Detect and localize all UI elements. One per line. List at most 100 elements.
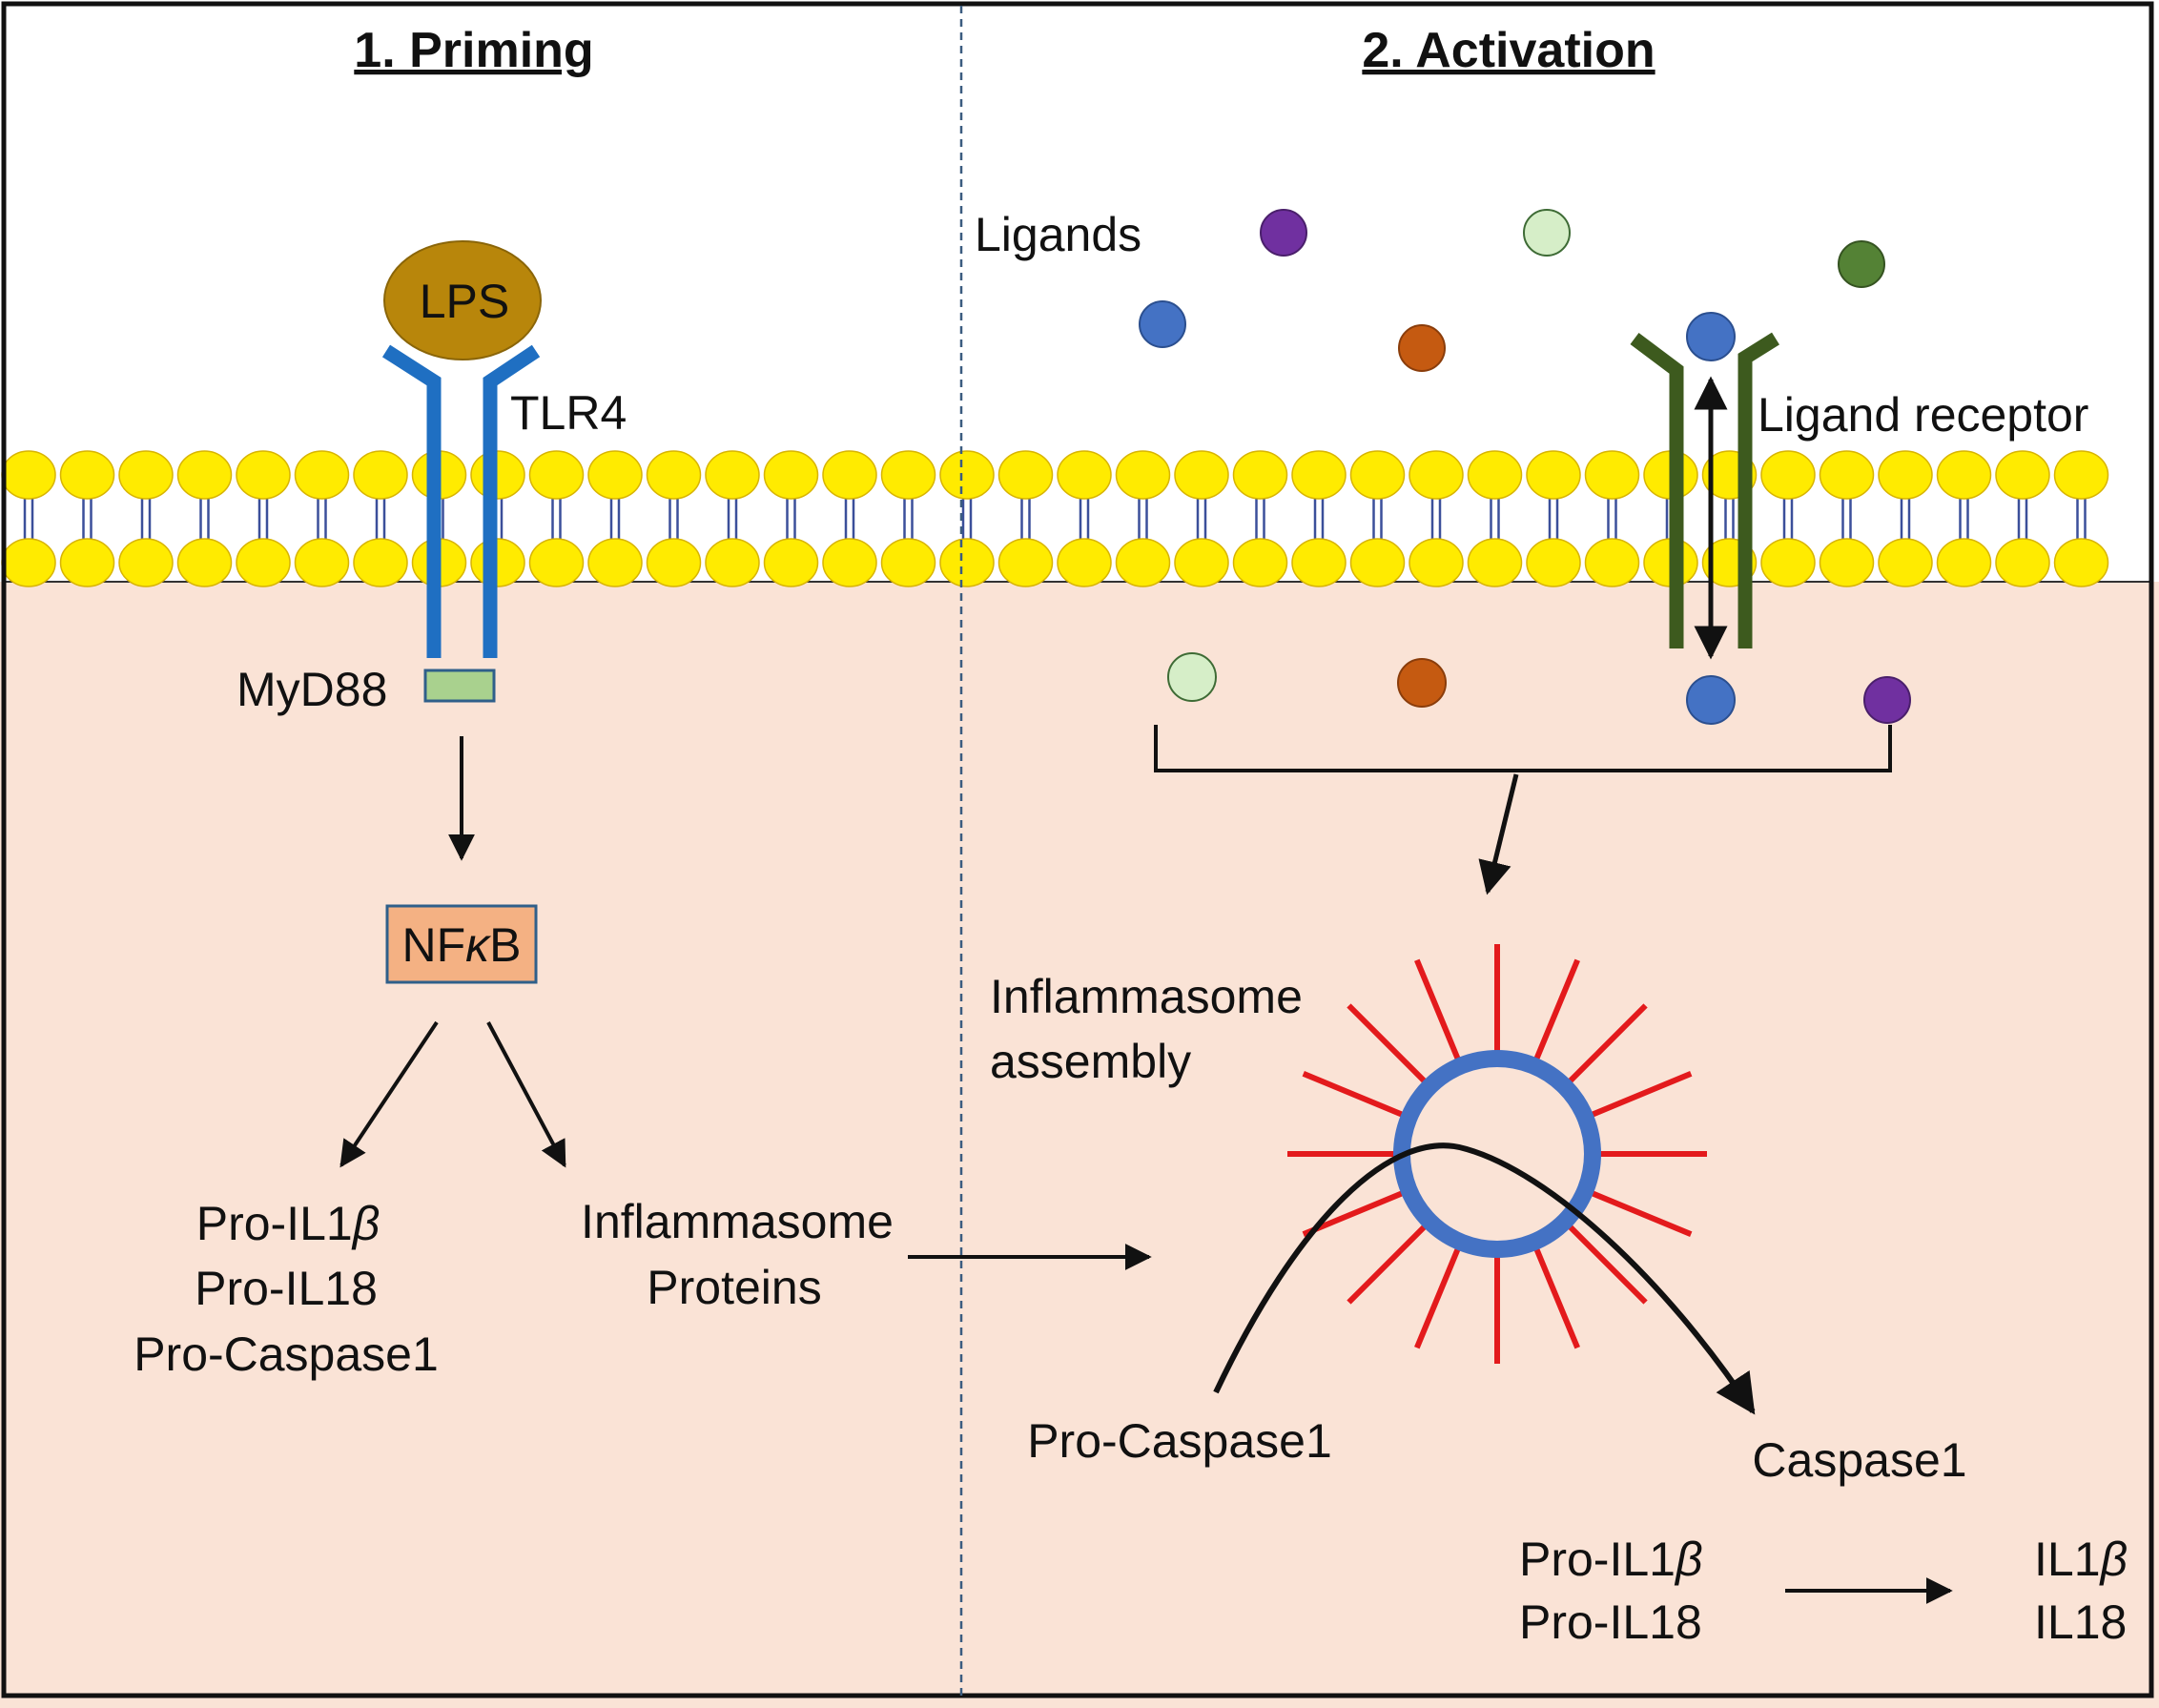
lipid-head — [1878, 450, 1933, 500]
lipid-head — [1115, 450, 1171, 500]
lipid-head — [1232, 450, 1288, 500]
inflammasome-spike — [1568, 1224, 1648, 1305]
myd88-label: MyD88 — [236, 663, 387, 716]
lipid-head — [470, 450, 525, 500]
inflammasome-spike — [1568, 1003, 1648, 1083]
inflammasome-spike — [1414, 958, 1461, 1060]
il1b-label: IL1β — [2034, 1533, 2128, 1586]
lps-label: LPS — [420, 275, 510, 328]
lipid-head — [1057, 450, 1112, 500]
lipid-head — [1291, 538, 1347, 587]
internal-ligand-orange — [1397, 658, 1447, 708]
inflammasome-spike — [1591, 1071, 1693, 1118]
inflammasome-spike — [1533, 958, 1580, 1060]
ligand-blue — [1139, 300, 1186, 348]
lipid-head — [1115, 538, 1171, 587]
inflammasome-spike — [1591, 1190, 1693, 1237]
inflammasome-spike — [1347, 1224, 1427, 1305]
lipid-head — [1408, 538, 1464, 587]
lipid-head — [1995, 538, 2050, 587]
lipid-head — [587, 450, 643, 500]
lipid-head — [646, 450, 702, 500]
lipid-head — [1584, 450, 1640, 500]
nfkb-to-inflammasome-proteins-arrow — [486, 1021, 566, 1168]
inflammasome-spike — [1302, 1071, 1404, 1118]
inflammasome-assembly-label-line1: Inflammasome — [990, 970, 1303, 1023]
lipid-head — [880, 538, 936, 587]
lipid-head — [880, 450, 936, 500]
inflammasome-proteins-label-line1: Inflammasome — [581, 1195, 894, 1248]
lipid-head — [1936, 538, 1992, 587]
lipid-head — [1995, 450, 2050, 500]
lipid-head — [1526, 538, 1581, 587]
priming-pro-il1b-label: Pro-IL1β — [196, 1197, 380, 1250]
lipid-head — [1526, 450, 1581, 500]
internal-ligand-blue — [1686, 675, 1736, 725]
lipid-head — [1, 450, 56, 500]
lipid-head — [1174, 450, 1229, 500]
inflammasome-assembly-label-line2: assembly — [990, 1035, 1191, 1088]
nfkb-box — [385, 904, 538, 984]
ligand-orange — [1398, 324, 1446, 372]
lipid-head — [1349, 538, 1406, 587]
lipid-head — [763, 450, 819, 500]
lipid-head — [1467, 450, 1523, 500]
lipid-head — [1760, 450, 1816, 500]
lipid-head — [1291, 450, 1347, 500]
activation-pro-il1b-label: Pro-IL1β — [1519, 1533, 1703, 1586]
lipid-head — [470, 538, 525, 587]
activation-pro-caspase1-label: Pro-Caspase1 — [1027, 1414, 1332, 1468]
ligand-green — [1838, 240, 1885, 288]
ligand-receptor-label: Ligand receptor — [1758, 388, 2088, 442]
lipid-head — [646, 538, 702, 587]
lipid-head — [997, 538, 1054, 587]
inflammasome-spikes — [1287, 944, 1707, 1364]
tlr4-label: TLR4 — [510, 386, 627, 440]
priming-title: 1. Priming — [354, 23, 593, 78]
priming-pro-caspase1-label: Pro-Caspase1 — [134, 1327, 439, 1381]
lipid-head — [939, 538, 995, 587]
caspase1-label: Caspase1 — [1752, 1433, 1966, 1487]
lipid-head — [1819, 538, 1875, 587]
lipid-head — [353, 450, 408, 500]
lipid-head — [1174, 538, 1229, 587]
lipid-head — [705, 450, 760, 500]
lipid-head — [236, 538, 291, 587]
il18-label: IL18 — [2034, 1595, 2127, 1649]
nfkb-label: NFκB — [401, 918, 521, 972]
lps-molecule — [383, 240, 542, 360]
lipid-head — [528, 538, 585, 587]
lipid-head — [1232, 538, 1288, 587]
bound-ligand-blue — [1686, 312, 1736, 361]
bracket-to-inflammasome-arrow — [1478, 773, 1519, 895]
internal-ligand-pale-green — [1167, 652, 1217, 702]
lipid-head — [1878, 538, 1933, 587]
tlr4-receptor — [381, 344, 541, 658]
lipid-head — [118, 538, 174, 587]
lipid-head — [939, 450, 995, 500]
lipid-head — [2053, 450, 2109, 500]
ligand-receptor — [1630, 332, 1779, 648]
lipid-head — [1936, 450, 1992, 500]
lipid-head — [1819, 450, 1875, 500]
ligand-bracket — [1154, 725, 1892, 772]
lipid-head — [997, 450, 1054, 500]
cytoplasm — [0, 582, 2159, 1708]
lipid-head — [59, 450, 115, 500]
ligand-pale-green — [1523, 209, 1571, 257]
lipid-head — [822, 450, 877, 500]
myd88-box — [423, 669, 496, 703]
lipid-head — [353, 538, 408, 587]
lipid-head — [1467, 538, 1523, 587]
lipid-head — [1584, 538, 1640, 587]
priming-pro-il18-label: Pro-IL18 — [195, 1262, 378, 1315]
lipid-head — [822, 538, 877, 587]
ligand-purple — [1260, 209, 1307, 257]
nfkb-to-pro-cytokines-arrow — [339, 1020, 439, 1168]
lipid-head — [763, 538, 819, 587]
lipid-head — [294, 538, 350, 587]
inflammasome-spike — [1414, 1247, 1461, 1349]
lipid-head — [118, 450, 174, 500]
